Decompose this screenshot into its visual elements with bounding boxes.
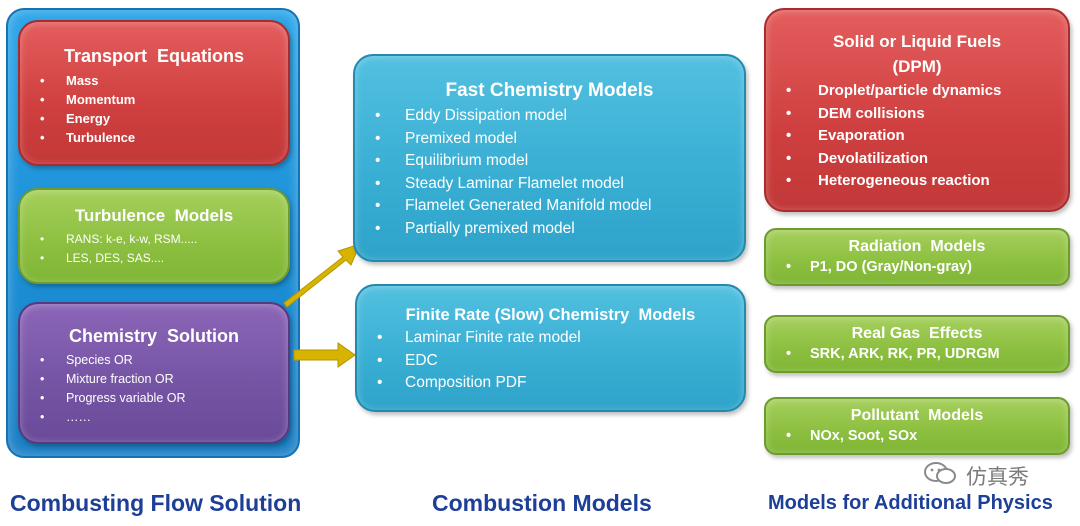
fast-item-equilibrium: Equilibrium model [355,150,744,173]
real-gas-effects-box: Real Gas Effects SRK, ARK, RK, PR, UDRGM [764,315,1070,373]
wechat-icon [924,462,956,484]
fast-item-premixed: Premixed model [355,128,744,151]
watermark: 仿真秀 [922,460,1072,489]
chemistry-item-progress: Progress variable OR [20,389,288,408]
finite-rate-box: Finite Rate (Slow) Chemistry Models Lami… [355,284,746,412]
chemistry-item-ellipsis: …… [20,408,288,427]
finite-item-edc: EDC [357,350,744,373]
fast-chemistry-title: Fast Chemistry Models [445,80,654,101]
solid-liquid-fuels-box: Solid or Liquid Fuels (DPM) Droplet/part… [764,8,1070,212]
chemistry-item-mixture: Mixture fraction OR [20,370,288,389]
fuels-item-heterogeneous: Heterogeneous reaction [766,170,1068,193]
chemistry-solution-title: Chemistry Solution [68,326,239,346]
radiation-models-box: Radiation Models P1, DO (Gray/Non-gray) [764,228,1070,286]
transport-equations-title: Transport Equations [63,46,245,66]
finite-item-laminar: Laminar Finite rate model [357,327,744,350]
radiation-models-title: Radiation Models [848,238,986,255]
finite-item-composition-pdf: Composition PDF [357,372,744,395]
transport-item-turbulence: Turbulence [20,128,288,147]
footer-additional-physics: Models for Additional Physics [768,492,1053,514]
turbulence-item-rans: RANS: k-e, k-w, RSM..... [20,230,288,249]
transport-item-momentum: Momentum [20,90,288,109]
turbulence-item-les: LES, DES, SAS.... [20,249,288,268]
fast-item-flamelet-generated-manifold: Flamelet Generated Manifold model [355,195,744,218]
pollutant-models-box: Pollutant Models NOx, Soot, SOx [764,397,1070,455]
footer-combustion-models: Combustion Models [432,490,652,516]
chemistry-solution-box: Chemistry Solution Species OR Mixture fr… [18,302,290,444]
arrow-to-fast-chemistry [283,243,361,308]
arrow-to-finite-rate [293,342,356,368]
turbulence-models-title: Turbulence Models [74,206,234,225]
footer-combusting-flow-solution: Combusting Flow Solution [10,490,302,516]
fuels-title-line1: Solid or Liquid Fuels [832,32,1002,51]
transport-item-energy: Energy [20,109,288,128]
watermark-text: 仿真秀 [966,465,1029,489]
real-gas-effects-title: Real Gas Effects [851,325,983,342]
chemistry-item-species: Species OR [20,351,288,370]
radiation-item: P1, DO (Gray/Non-gray) [766,257,1068,277]
fast-item-eddy-dissipation: Eddy Dissipation model [355,105,744,128]
fast-item-steady-laminar-flamelet: Steady Laminar Flamelet model [355,173,744,196]
fuels-title-line2: (DPM) [892,57,942,76]
pollutant-item: NOx, Soot, SOx [766,426,1068,446]
pollutant-models-title: Pollutant Models [850,407,984,424]
finite-rate-title: Finite Rate (Slow) Chemistry Models [405,306,696,324]
real-gas-item: SRK, ARK, RK, PR, UDRGM [766,344,1068,364]
fuels-item-dem: DEM collisions [766,103,1068,126]
fast-item-partially-premixed: Partially premixed model [355,218,744,241]
fuels-item-devolatilization: Devolatilization [766,148,1068,171]
fast-chemistry-box: Fast Chemistry Models Eddy Dissipation m… [353,54,746,262]
transport-equations-box: Transport Equations Mass Momentum Energy… [18,20,290,166]
transport-item-mass: Mass [20,71,288,90]
fuels-item-evaporation: Evaporation [766,125,1068,148]
turbulence-models-box: Turbulence Models RANS: k-e, k-w, RSM...… [18,188,290,284]
fuels-item-droplet: Droplet/particle dynamics [766,80,1068,103]
